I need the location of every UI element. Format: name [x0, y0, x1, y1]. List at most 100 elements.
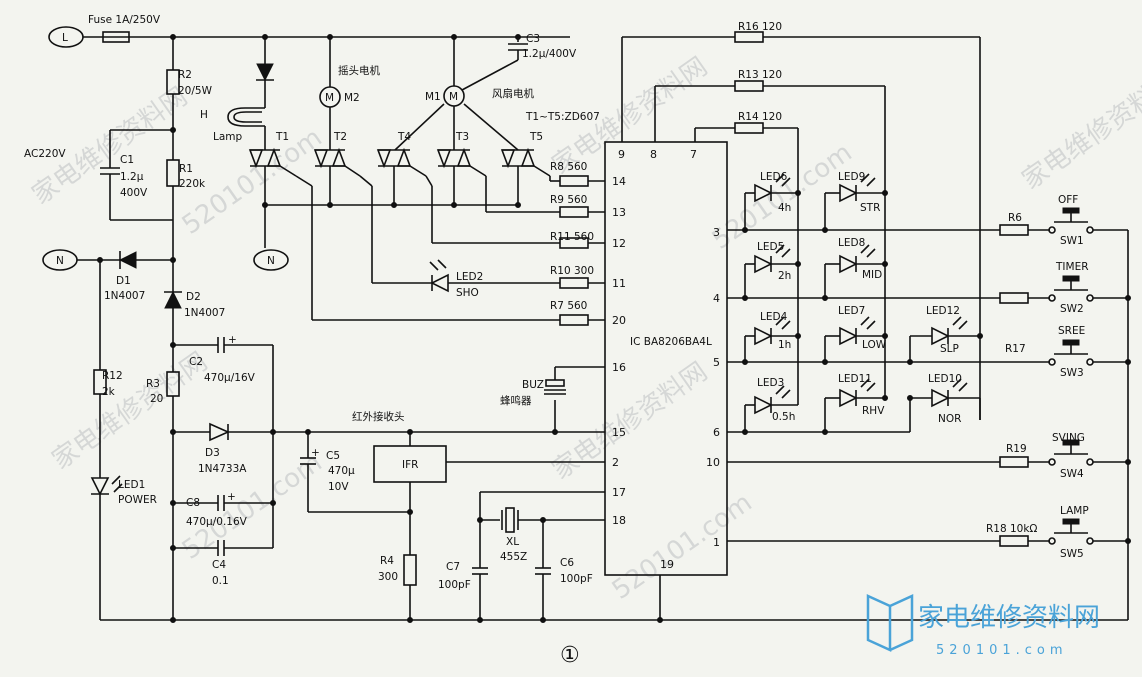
led10-label: LED10: [928, 373, 962, 385]
c6-label: C6: [560, 557, 574, 569]
led5-tag: 2h: [778, 270, 791, 282]
xl-value: 455Z: [500, 551, 527, 563]
m1-label: M1: [425, 91, 441, 103]
m2-label: M2: [344, 92, 360, 104]
capacitor-c4: C4 0.1: [212, 540, 229, 587]
c5-label: C5: [326, 450, 340, 462]
led11-rhv: LED11 RHV: [825, 373, 885, 417]
triac-t3: T3: [436, 131, 487, 177]
buzzer: BUZ 蜂鸣器: [500, 379, 566, 407]
lamp-h-label: H: [200, 109, 208, 121]
terminal-n-label: N: [56, 255, 64, 267]
led9-tag: STR: [860, 202, 880, 214]
switch-sw3-sree[interactable]: SREE SW3: [1048, 325, 1094, 379]
capacitor-c3: C3 1.2μ/400V: [508, 33, 577, 60]
terminal-n2-label: N: [267, 255, 275, 267]
ic-pin-14: 14: [612, 175, 626, 188]
led7-low: LED7 LOW: [825, 305, 887, 351]
t3-label: T3: [455, 131, 469, 143]
resistor-r13: R13 120: [734, 69, 782, 92]
led12-slp: LED12 SLP: [910, 305, 980, 355]
sw3-tag: SREE: [1058, 325, 1085, 337]
r11-label: R11 560: [550, 231, 594, 243]
ic-pin-16: 16: [612, 361, 626, 374]
led2-label: LED2: [456, 271, 483, 283]
ic-pin-7: 7: [690, 148, 697, 161]
resistor-r9: R9 560: [550, 194, 589, 218]
led9-str: LED9 STR: [825, 171, 885, 214]
r14-label: R14 120: [738, 111, 782, 123]
r12-value: 2k: [102, 386, 116, 398]
led8-tag: MID: [862, 269, 882, 281]
watermark-text: 家电维修资料网: [547, 357, 713, 486]
led8-label: LED8: [838, 237, 865, 249]
ir-chinese-label: 红外接收头: [352, 410, 405, 423]
diode-lamp: [256, 63, 274, 82]
book-logo-icon: [866, 594, 892, 652]
capacitor-c5: + C5 470μ 10V: [300, 447, 355, 493]
c8-plus: +: [227, 491, 236, 503]
resistor-r14: R14 120: [734, 111, 782, 134]
svg-text:M: M: [449, 91, 458, 103]
brand-url: 520101.com: [936, 643, 1068, 658]
resistor-r19: R19: [999, 443, 1029, 468]
ic-pin-10: 10: [706, 456, 720, 469]
sw3-label: SW3: [1060, 367, 1084, 379]
led11-tag: RHV: [862, 405, 885, 417]
d3-value: 1N4733A: [198, 463, 247, 475]
led3-label: LED3: [757, 377, 784, 389]
resistor-r3: R3 20: [146, 371, 180, 405]
led4-tag: 1h: [778, 339, 791, 351]
c2-value: 470μ/16V: [204, 372, 256, 384]
c2-label: C2: [189, 356, 203, 368]
sw1-label: SW1: [1060, 235, 1084, 247]
resistor-r-timer: [999, 292, 1029, 304]
led12-label: LED12: [926, 305, 960, 317]
crystal-xl: XL 455Z: [500, 507, 527, 563]
switch-sw2-timer[interactable]: TIMER SW2: [1048, 261, 1094, 315]
led6-4h: LED6 4h: [745, 171, 798, 214]
led3-05h: LED3 0.5h: [745, 377, 798, 423]
c5-voltage: 10V: [328, 481, 349, 493]
led1-tag: POWER: [118, 494, 157, 506]
r10-label: R10 300: [550, 265, 594, 277]
led6-tag: 4h: [778, 202, 791, 214]
capacitor-c6: C6 100pF: [535, 557, 593, 585]
ac-voltage-label: AC220V: [24, 148, 66, 160]
triac-t2: T2: [313, 131, 361, 177]
sw2-label: SW2: [1060, 303, 1084, 315]
sw5-tag: LAMP: [1060, 505, 1089, 517]
ic-label: IC BA8206BA4L: [630, 336, 712, 348]
r1-value: 220k: [179, 178, 206, 190]
c5-value: 470μ: [328, 465, 355, 477]
ic-pin-2: 2: [612, 456, 619, 469]
resistor-r4: R4 300: [378, 554, 417, 586]
d1-value: 1N4007: [104, 290, 145, 302]
led2-swing: LED2 SHO: [429, 259, 483, 299]
led4-label: LED4: [760, 311, 788, 323]
c3-value: 1.2μ/400V: [522, 48, 577, 60]
c3-label: C3: [526, 33, 540, 45]
r16-label: R16 120: [738, 21, 782, 33]
r17-label: R17: [1005, 343, 1026, 355]
led2-tag: SHO: [456, 287, 479, 299]
r3-label: R3: [146, 378, 160, 390]
terminal-l: L: [48, 26, 84, 48]
ic-ba8206: IC BA8206BA4L 9 8 7 14 13 12 11 20 16 15…: [604, 141, 728, 576]
brand-chinese-name: 家电维修资料网: [918, 603, 1100, 633]
led5-label: LED5: [757, 241, 784, 253]
d3-label: D3: [205, 447, 220, 459]
t4-label: T4: [397, 131, 411, 143]
ic-pin-20: 20: [612, 314, 626, 327]
sw4-label: SW4: [1060, 468, 1084, 480]
figure-number: ①: [560, 643, 580, 668]
terminal-n: N: [42, 249, 78, 271]
buzzer-label: BUZ: [522, 379, 544, 391]
led7-tag: LOW: [862, 339, 887, 351]
switch-sw1-off[interactable]: OFF SW1: [1048, 194, 1094, 247]
switch-sw4-swing[interactable]: SVING SW4: [1048, 432, 1094, 480]
switch-sw5-lamp[interactable]: LAMP SW5: [1048, 505, 1094, 560]
motor-m2: M M2 摇头电机: [319, 64, 380, 108]
ic-pin-17: 17: [612, 486, 626, 499]
